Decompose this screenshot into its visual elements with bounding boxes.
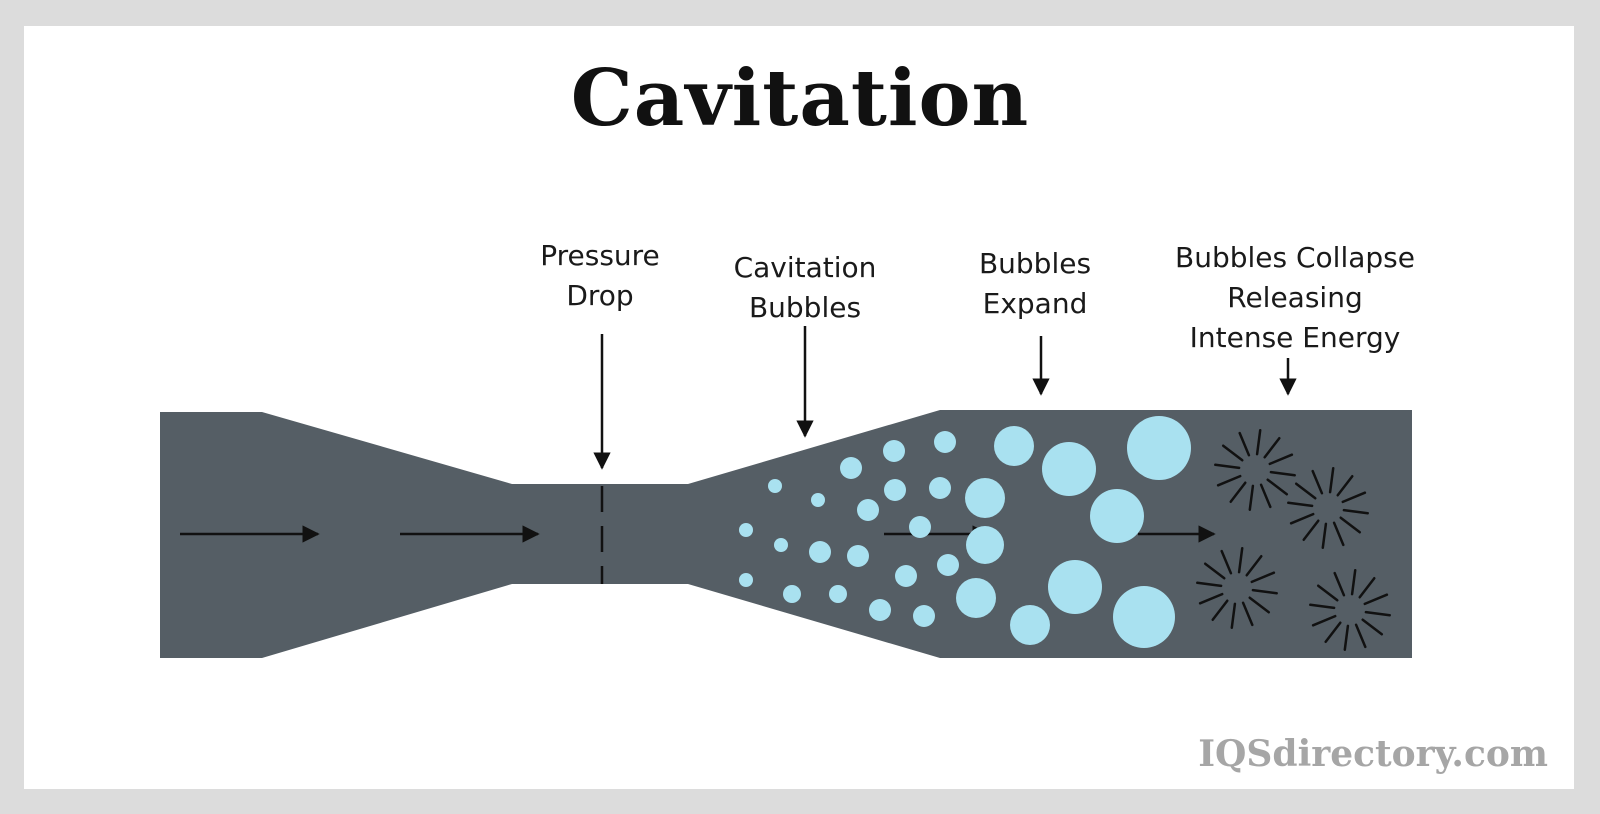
- burst-ray: [1255, 429, 1262, 456]
- collapse-burst-icon: [1309, 569, 1391, 651]
- burst-ray: [1266, 478, 1289, 496]
- burst-ray: [1269, 470, 1296, 477]
- bubble: [1048, 560, 1102, 614]
- burst-ray: [1361, 618, 1384, 636]
- burst-ray: [1203, 562, 1226, 580]
- burst-ray: [1251, 588, 1278, 595]
- diagram-panel: [24, 26, 1574, 789]
- bubble: [739, 523, 753, 537]
- burst-ray: [1237, 547, 1244, 574]
- burst-ray: [1336, 474, 1354, 497]
- burst-ray: [1259, 483, 1272, 509]
- bubble: [1113, 586, 1175, 648]
- burst-ray: [1311, 469, 1324, 495]
- bubble: [1090, 489, 1144, 543]
- burst-ray: [1341, 491, 1367, 504]
- bubble: [774, 538, 788, 552]
- burst-ray: [1309, 603, 1336, 610]
- burst-ray: [1229, 481, 1247, 504]
- burst-ray: [1332, 521, 1345, 547]
- bubble: [956, 578, 996, 618]
- bubble: [1010, 605, 1050, 645]
- burst-ray: [1211, 599, 1229, 622]
- bubble: [1127, 416, 1191, 480]
- bubble: [937, 554, 959, 576]
- bubble: [809, 541, 831, 563]
- collapse-burst-icon: [1287, 467, 1369, 549]
- burst-ray: [1241, 601, 1254, 627]
- burst-ray: [1339, 516, 1362, 534]
- watermark-logo: IQSdirectory.com: [1198, 733, 1548, 775]
- burst-ray: [1238, 431, 1251, 457]
- bubble: [1042, 442, 1096, 496]
- bubble: [783, 585, 801, 603]
- burst-ray: [1198, 592, 1224, 605]
- burst-ray: [1342, 508, 1369, 515]
- burst-ray: [1316, 584, 1339, 602]
- label-pressure-drop: Pressure Drop: [540, 239, 660, 312]
- burst-ray: [1250, 571, 1276, 584]
- bubble: [994, 426, 1034, 466]
- bubble: [929, 477, 951, 499]
- burst-ray: [1245, 554, 1263, 577]
- burst-ray: [1216, 474, 1242, 487]
- burst-ray: [1196, 581, 1223, 588]
- bubble: [869, 599, 891, 621]
- label-cavitation-bubbles: Cavitation Bubbles: [733, 251, 877, 324]
- label-arrows: [593, 326, 1297, 470]
- collapse-burst-icon: [1196, 547, 1278, 629]
- bubble: [768, 479, 782, 493]
- burst-ray: [1358, 576, 1376, 599]
- bubbles: [739, 416, 1191, 648]
- bubble: [847, 545, 869, 567]
- burst-ray: [1230, 602, 1237, 629]
- burst-ray: [1343, 624, 1350, 651]
- burst-ray: [1328, 467, 1335, 494]
- bubble: [739, 573, 753, 587]
- burst-ray: [1363, 593, 1389, 606]
- burst-ray: [1302, 519, 1320, 542]
- burst-ray: [1311, 614, 1337, 627]
- burst-ray: [1294, 482, 1317, 500]
- label-bubbles-expand: Bubbles Expand: [978, 247, 1092, 320]
- burst-ray: [1214, 463, 1241, 470]
- bubble: [883, 440, 905, 462]
- burst-ray: [1364, 610, 1391, 617]
- burst-ray: [1248, 484, 1255, 511]
- burst-ray: [1289, 512, 1315, 525]
- bubble: [829, 585, 847, 603]
- bubble: [909, 516, 931, 538]
- burst-ray: [1220, 549, 1233, 575]
- bubble: [966, 526, 1004, 564]
- burst-ray: [1221, 444, 1244, 462]
- burst-ray: [1248, 596, 1271, 614]
- bubble: [934, 431, 956, 453]
- burst-ray: [1333, 571, 1346, 597]
- burst-ray: [1350, 569, 1357, 596]
- collapse-bursts: [1196, 429, 1391, 651]
- burst-ray: [1321, 522, 1328, 549]
- bubble: [895, 565, 917, 587]
- bubble: [840, 457, 862, 479]
- bubble: [884, 479, 906, 501]
- burst-ray: [1287, 501, 1314, 508]
- burst-ray: [1354, 623, 1367, 649]
- bubble: [913, 605, 935, 627]
- bubble: [857, 499, 879, 521]
- bubble: [965, 478, 1005, 518]
- diagram-title: Cavitation: [570, 53, 1030, 144]
- burst-ray: [1263, 436, 1281, 459]
- label-bubbles-collapse: Bubbles Collapse Releasing Intense Energ…: [1175, 241, 1415, 354]
- burst-ray: [1268, 453, 1294, 466]
- collapse-burst-icon: [1214, 429, 1296, 511]
- burst-ray: [1324, 621, 1342, 644]
- bubble: [811, 493, 825, 507]
